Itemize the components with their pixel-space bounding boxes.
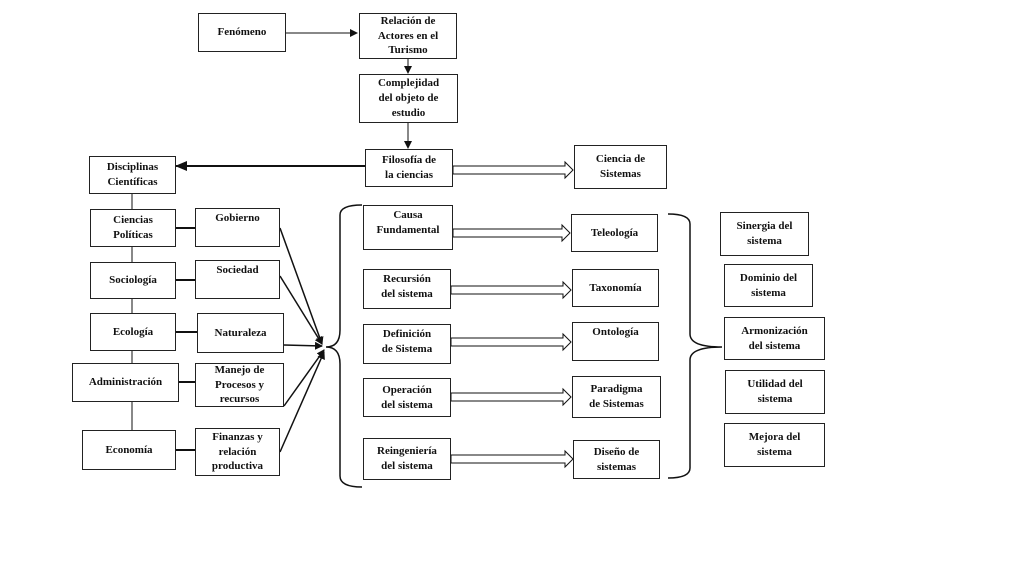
node-recursion: Recursión del sistema xyxy=(363,269,451,309)
node-economia: Economía xyxy=(82,430,176,470)
node-definicion: Definición de Sistema xyxy=(363,324,451,364)
arrow-manejo-brace xyxy=(283,349,325,407)
node-mejora: Mejora del sistema xyxy=(724,423,825,467)
node-ecologia: Ecología xyxy=(90,313,176,351)
hollow-arrow-reingenieria-diseno xyxy=(450,449,574,469)
node-reingenieria: Reingeniería del sistema xyxy=(363,438,451,480)
node-ciencia-sistemas: Ciencia de Sistemas xyxy=(574,145,667,189)
node-paradigma: Paradigma de Sistemas xyxy=(572,376,661,418)
left-brace xyxy=(325,204,363,488)
node-ontologia: Ontología xyxy=(572,322,659,361)
hollow-arrow-causa-teleologia xyxy=(452,223,571,243)
node-sociologia: Sociología xyxy=(90,262,176,299)
node-disciplinas: Disciplinas Científicas xyxy=(89,156,176,194)
node-manejo: Manejo de Procesos y recursos xyxy=(195,363,284,407)
right-brace xyxy=(667,213,723,479)
node-taxonomia: Taxonomía xyxy=(572,269,659,307)
arrow-gobierno-brace xyxy=(279,227,324,345)
node-finanzas: Finanzas y relación productiva xyxy=(195,428,280,476)
node-naturaleza: Naturaleza xyxy=(197,313,284,353)
node-armonizacion: Armonización del sistema xyxy=(724,317,825,360)
node-relacion-actores: Relación de Actores en el Turismo xyxy=(359,13,457,59)
node-sinergia: Sinergia del sistema xyxy=(720,212,809,256)
node-causa-fundamental: Causa Fundamental xyxy=(363,205,453,250)
node-filosofia: Filosofía de la ciencias xyxy=(365,149,453,187)
hollow-arrow-filosofia-ciencia xyxy=(452,160,574,180)
node-diseno: Diseño de sistemas xyxy=(573,440,660,479)
node-fenomeno: Fenómeno xyxy=(198,13,286,52)
node-complejidad: Complejidad del objeto de estudio xyxy=(359,74,458,123)
arrow-finanzas-brace xyxy=(279,351,325,453)
arrow-sociedad-brace xyxy=(279,275,323,345)
node-sociedad: Sociedad xyxy=(195,260,280,299)
node-administracion: Administración xyxy=(72,363,179,402)
node-gobierno: Gobierno xyxy=(195,208,280,247)
node-operacion: Operación del sistema xyxy=(363,378,451,417)
node-dominio: Dominio del sistema xyxy=(724,264,813,307)
hollow-arrow-operacion-paradigma xyxy=(450,387,572,407)
hollow-arrow-recursion-taxonomia xyxy=(450,280,572,300)
node-utilidad: Utilidad del sistema xyxy=(725,370,825,414)
node-ciencias-politicas: Ciencias Políticas xyxy=(90,209,176,247)
arrow-naturaleza-brace xyxy=(283,341,323,350)
node-teleologia: Teleología xyxy=(571,214,658,252)
hollow-arrow-definicion-ontologia xyxy=(450,332,572,352)
